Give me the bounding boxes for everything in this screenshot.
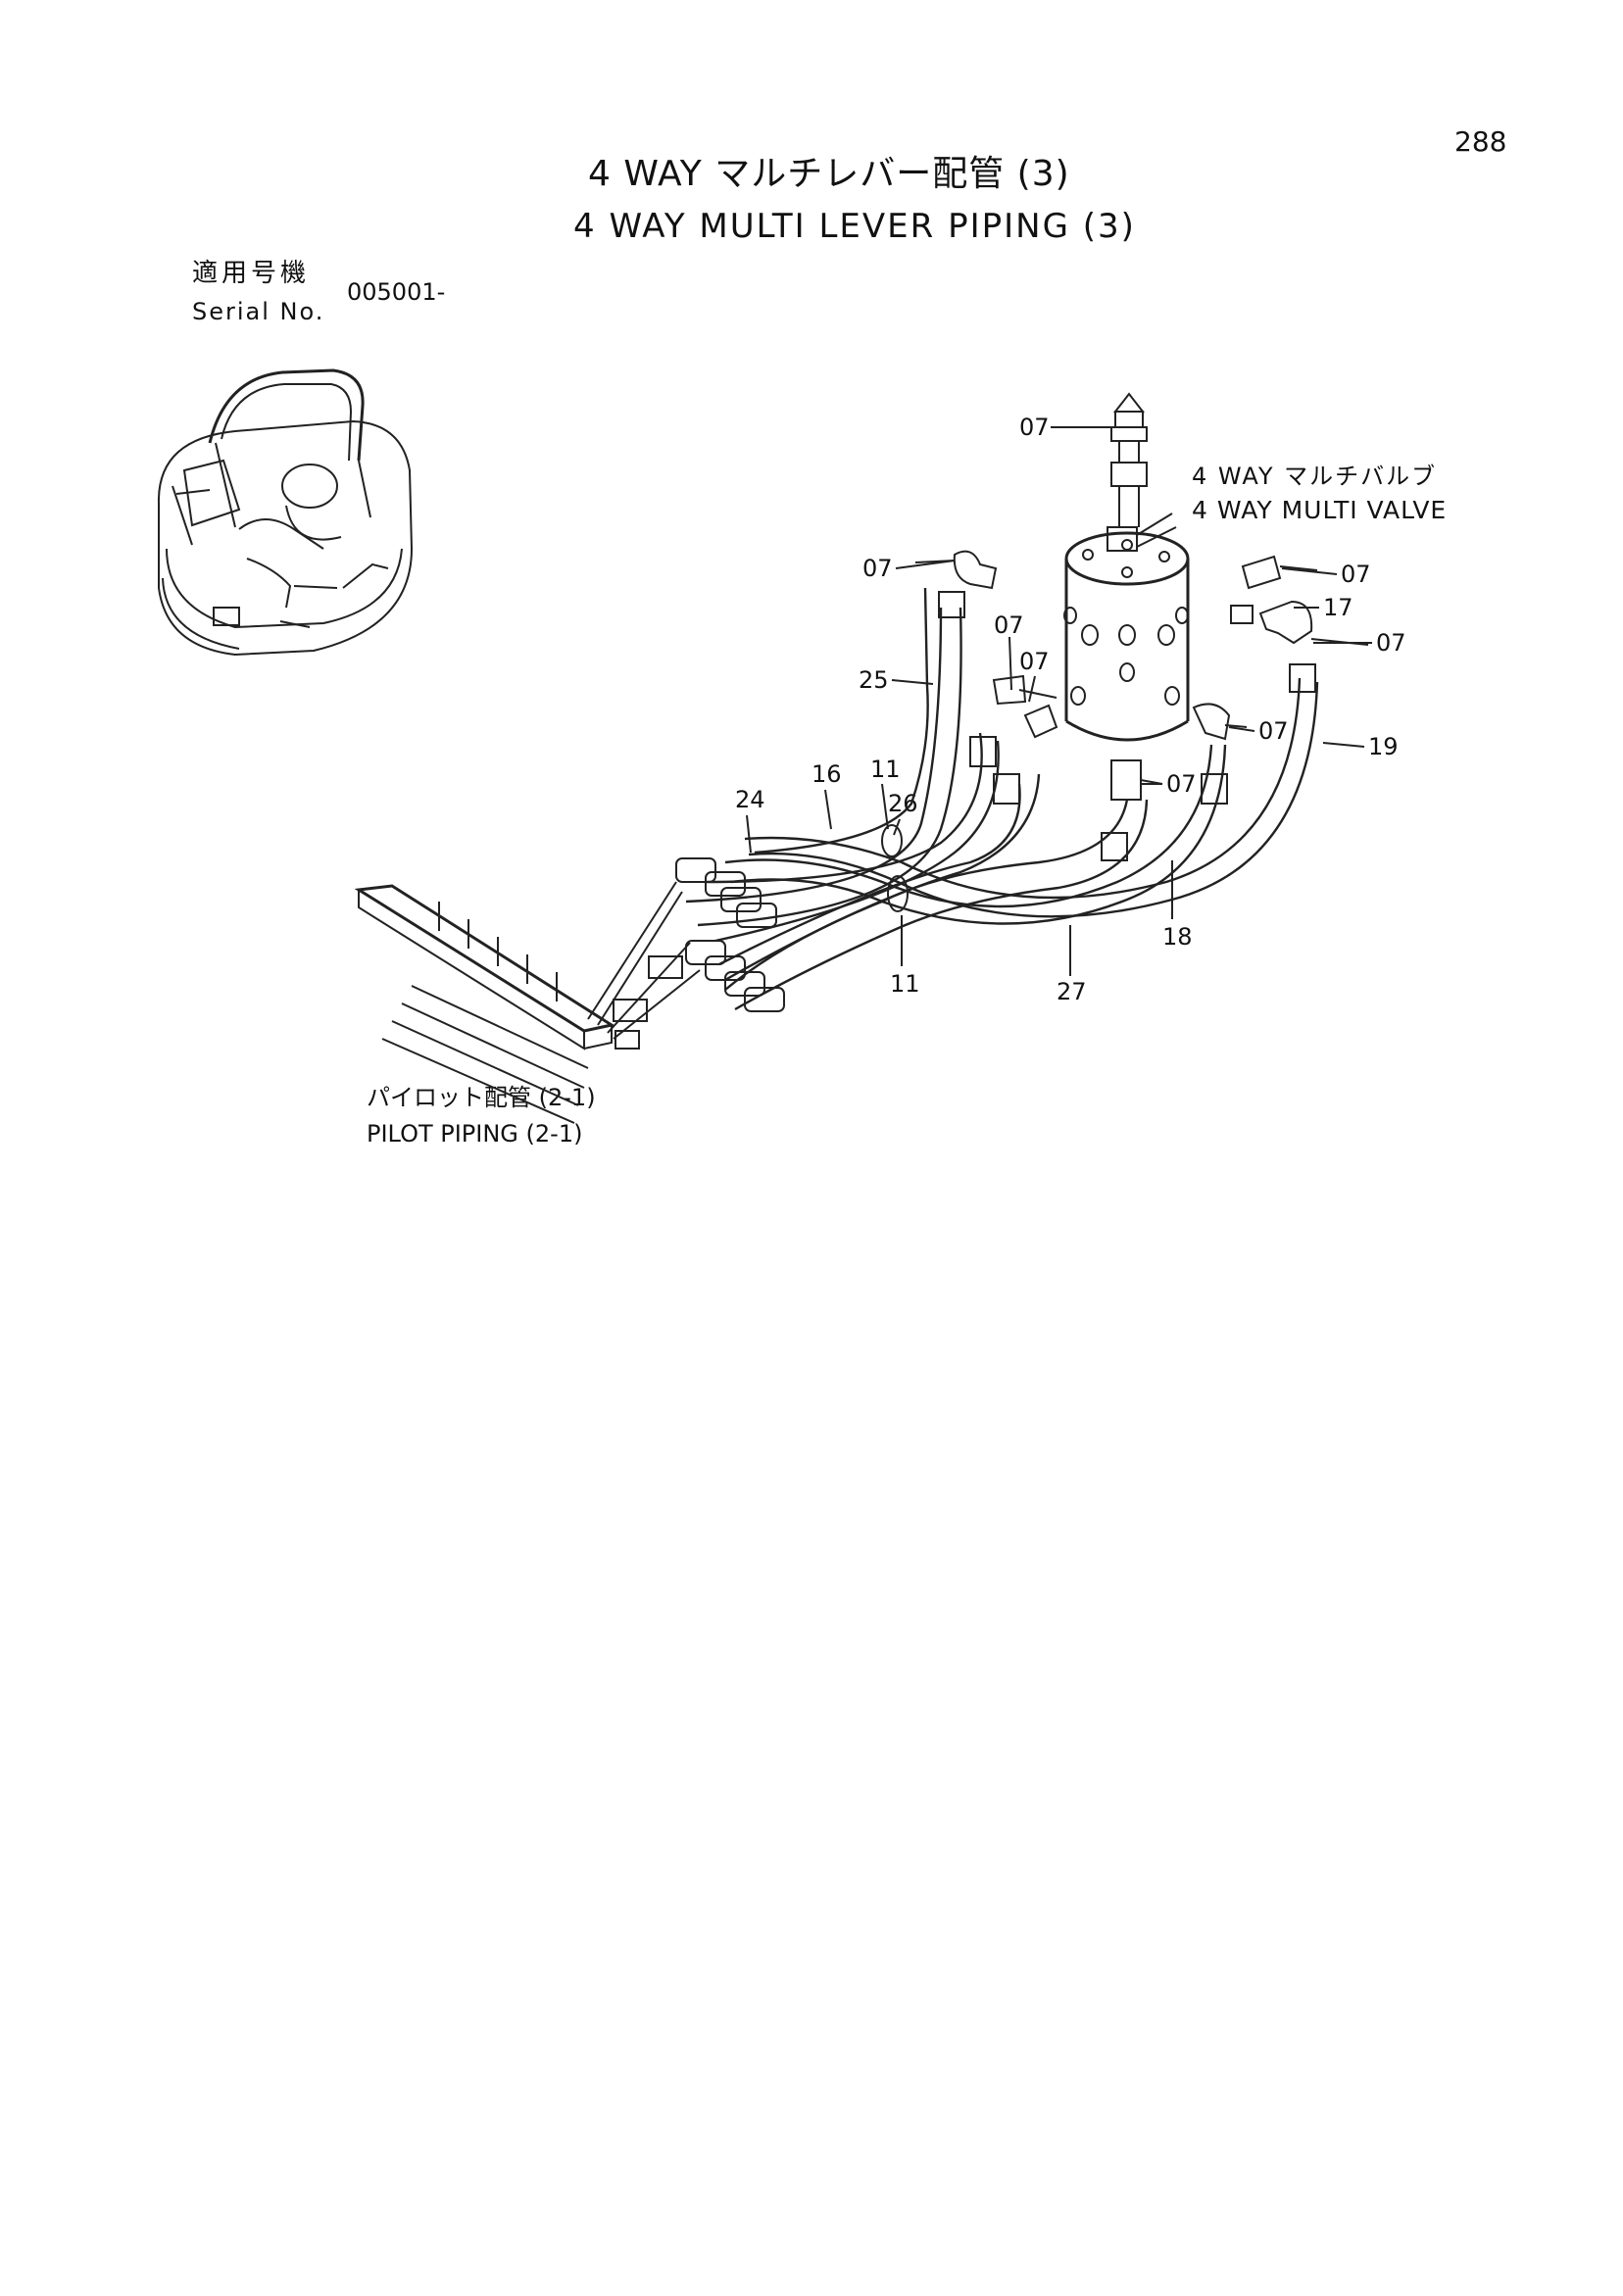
callout-17: 17 — [1323, 594, 1353, 621]
serial-number-value: 005001- — [347, 278, 446, 306]
valve-top-fitting — [1070, 392, 1148, 527]
pilot-manifold — [354, 881, 701, 1124]
pilot-piping-label-english: PILOT PIPING (2-1) — [367, 1120, 583, 1148]
callout-07-top: 07 — [1019, 414, 1050, 441]
hose-couplers — [675, 591, 1316, 1012]
callout-19: 19 — [1368, 733, 1399, 760]
callout-18: 18 — [1162, 923, 1193, 951]
callout-07-right-lower: 07 — [1258, 717, 1289, 745]
page-title-english: 4 WAY MULTI LEVER PIPING (3) — [573, 207, 1136, 246]
leader-lines — [746, 426, 1372, 976]
serial-label-english: Serial No. — [192, 298, 325, 325]
callout-07-right: 07 — [1376, 629, 1406, 657]
callout-07-center-upper: 07 — [994, 611, 1024, 639]
callout-07-left-upper: 07 — [862, 555, 893, 582]
page-title-japanese: 4 WAY マルチレバー配管 (3) — [588, 154, 1070, 194]
page-number: 288 — [1454, 125, 1507, 158]
callout-11-upper: 11 — [870, 756, 901, 783]
valve-label-english: 4 WAY MULTI VALVE — [1192, 496, 1448, 524]
valve-label-japanese: 4 WAY マルチバルブ — [1192, 463, 1438, 490]
callout-27: 27 — [1057, 978, 1087, 1005]
callout-07-bottom: 07 — [1166, 770, 1197, 798]
pilot-piping-label-japanese: パイロット配管 (2-1) — [367, 1084, 596, 1111]
callout-24: 24 — [735, 786, 765, 813]
callout-11-lower: 11 — [890, 970, 920, 998]
callout-16: 16 — [812, 760, 842, 788]
hose-clamps — [881, 824, 909, 912]
elbow-fittings — [914, 550, 1369, 801]
excavator-thumbnail — [157, 368, 414, 657]
serial-label-japanese: 適用号機 — [192, 259, 311, 288]
callout-07-right-upper: 07 — [1341, 561, 1371, 588]
hose-bundle — [685, 587, 1319, 1011]
multi-valve-body — [1063, 513, 1190, 742]
callout-07-center: 07 — [1019, 648, 1050, 675]
callout-25: 25 — [859, 666, 889, 694]
